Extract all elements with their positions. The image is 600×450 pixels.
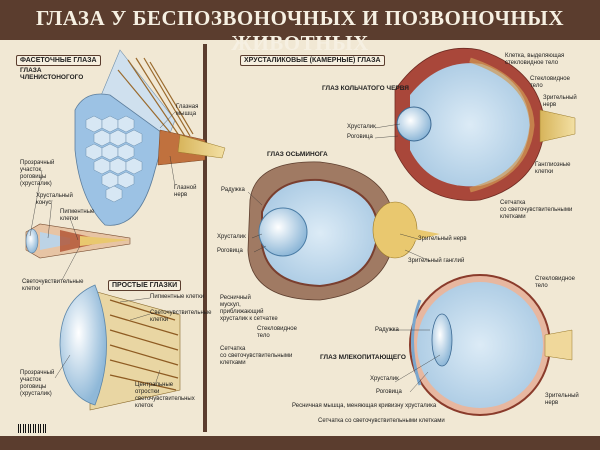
label-ciliary-muscle-mammal: Ресничная мышца, меняющая кривизну хруст… — [292, 403, 437, 409]
label-optic-nerve-faceted: Глазной нерв — [174, 185, 197, 198]
label-central-processes: Центральные отростки светочувствительных… — [135, 382, 195, 409]
label-pigment-cells-faceted: Пигментные клетки — [60, 209, 95, 222]
label-retina-octopus: Сетчатка со светочувствительными клеткам… — [220, 346, 293, 366]
barcode — [18, 424, 48, 433]
annelid-eye-drawing — [394, 47, 576, 201]
label-transparent-cornea-simple: Прозрачный участок роговицы (хрусталик) — [20, 370, 55, 397]
label-secreting-cell: Клетка, выделяющая стекловидное тело — [505, 53, 565, 66]
section-divider — [203, 44, 207, 432]
label-cornea-octopus: Роговица — [217, 248, 243, 254]
ocellus-drawing — [59, 284, 181, 411]
octopus-eye-drawing — [247, 161, 440, 301]
title-bar: ГЛАЗА У БЕСПОЗВОНОЧНЫХ И ПОЗВОНОЧНЫХ ЖИВ… — [0, 0, 600, 55]
label-vitreous-mammal: Стекловидное тело — [535, 276, 575, 289]
compound-eye-drawing — [74, 49, 226, 226]
bottom-bar — [0, 436, 600, 450]
label-lens-octopus: Хрусталик — [217, 234, 246, 240]
label-iris-octopus: Радужка — [221, 187, 245, 193]
label-pigment-cells-simple: Пигментные клетки — [150, 294, 205, 300]
section-label-faceted: ФАСЕТОЧНЫЕ ГЛАЗА — [16, 55, 101, 66]
label-lens-annelid: Хрусталик — [347, 124, 376, 130]
label-mammal-title: ГЛАЗ МЛЕКОПИТАЮЩЕГО — [320, 354, 406, 361]
label-optic-nerve-annelid: Зрительный нерв — [543, 95, 577, 108]
label-vitreous-octopus: Стекловидное тело — [257, 326, 297, 339]
label-ciliary-muscle-octopus: Ресничный мускул, приближающий хрусталик… — [220, 295, 278, 322]
label-vitreous-annelid: Стекловидное тело — [530, 76, 570, 89]
label-optic-nerve-octopus: Зрительный нерв — [418, 236, 467, 242]
section-label-camera: ХРУСТАЛИКОВЫЕ (КАМЕРНЫЕ) ГЛАЗА — [240, 55, 385, 66]
label-ganglion-cells: Ганглиозные клетки — [535, 162, 571, 175]
label-cornea-annelid: Роговица — [347, 134, 373, 140]
label-lens-mammal: Хрусталик — [370, 376, 399, 382]
label-cornea-mammal: Роговица — [376, 389, 402, 395]
label-retina-mammal: Сетчатка со светочувствительными клеткам… — [318, 418, 445, 424]
ommatidium-drawing — [25, 223, 131, 259]
label-iris-mammal: Радужка — [375, 327, 399, 333]
label-octopus-title: ГЛАЗ ОСЬМИНОГА — [267, 151, 328, 158]
label-photosensitive-cells-faceted: Светочувствительные клетки — [22, 279, 84, 292]
label-crystal-cone: Хрустальный конус — [36, 193, 73, 206]
label-annelid-title: ГЛАЗ КОЛЬЧАТОГО ЧЕРВЯ — [322, 85, 409, 92]
label-arthropod-eye: ГЛАЗА ЧЛЕНИСТОНОГОГО — [20, 67, 84, 81]
label-optic-nerve-mammal: Зрительный нерв — [545, 393, 579, 406]
label-retina-annelid: Сетчатка со светочувствительными клеткам… — [500, 200, 573, 220]
mammal-eye-drawing — [409, 274, 573, 416]
poster-title: ГЛАЗА У БЕСПОЗВОНОЧНЫХ И ПОЗВОНОЧНЫХ ЖИВ… — [35, 6, 565, 55]
label-optic-ganglion: Зрительный ганглий — [408, 258, 465, 264]
leader-lines — [29, 111, 441, 393]
label-photosensitive-cells-simple: Светочувствительные клетки — [150, 310, 212, 323]
section-label-simple: ПРОСТЫЕ ГЛАЗКИ — [108, 280, 182, 291]
label-eye-muscle: Глазная мышца — [176, 104, 199, 117]
label-transparent-cornea-faceted: Прозрачный участок роговицы (хрусталик) — [20, 160, 55, 187]
